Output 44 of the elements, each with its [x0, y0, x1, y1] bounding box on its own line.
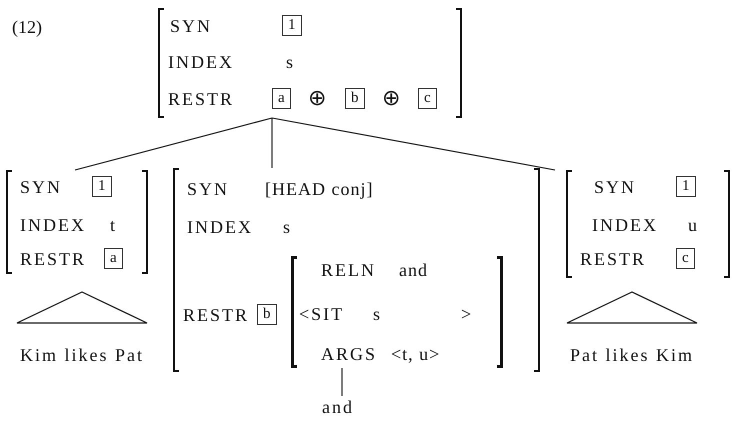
boxed-tag: 1	[92, 176, 112, 197]
triangle-symbol	[16, 291, 148, 324]
boxed-tag: c	[418, 88, 437, 109]
tree-branch	[272, 117, 556, 171]
feature-name: RESTR	[20, 248, 86, 270]
phrase-text: Kim likes Pat	[20, 344, 144, 366]
boxed-tag: a	[104, 248, 123, 269]
boxed-tag: b	[345, 88, 364, 109]
feature-value: s	[286, 51, 294, 73]
feature-name: SYN	[170, 15, 212, 37]
feature-name: RELN	[321, 259, 376, 281]
feature-name: SYN	[20, 176, 62, 198]
boxed-tag: 1	[676, 176, 696, 197]
feature-value: t	[110, 214, 116, 236]
feature-name: INDEX	[168, 51, 234, 73]
boxed-tag: b	[257, 304, 276, 325]
feature-value: <t, u>	[391, 343, 440, 365]
feature-value: >	[461, 303, 472, 325]
example-number: (12)	[12, 16, 42, 38]
append-operator: ⊕	[382, 87, 400, 109]
tree-branch	[271, 118, 273, 168]
feature-value: s	[373, 303, 382, 325]
feature-name: RESTR	[580, 248, 646, 270]
append-operator: ⊕	[308, 87, 326, 109]
feature-name: <SIT	[299, 303, 344, 325]
phrase-text: Pat likes Kim	[570, 344, 694, 366]
feature-name: SYN	[594, 176, 636, 198]
boxed-tag: a	[272, 88, 291, 109]
feature-name: RESTR	[183, 304, 250, 326]
feature-name: INDEX	[187, 216, 253, 238]
feature-value: [HEAD conj]	[265, 178, 374, 200]
feature-name: SYN	[187, 178, 230, 200]
feature-value: s	[283, 216, 292, 238]
boxed-tag: 1	[282, 15, 302, 36]
tree-branch	[74, 117, 272, 171]
feature-value: and	[399, 259, 428, 281]
boxed-tag: c	[676, 248, 695, 269]
feature-name: RESTR	[168, 88, 234, 110]
feature-value: u	[688, 214, 698, 236]
leaf-word: and	[322, 396, 354, 418]
feature-name: ARGS	[321, 343, 378, 365]
feature-name: INDEX	[592, 214, 658, 236]
triangle-symbol	[566, 291, 698, 324]
feature-name: INDEX	[20, 214, 86, 236]
